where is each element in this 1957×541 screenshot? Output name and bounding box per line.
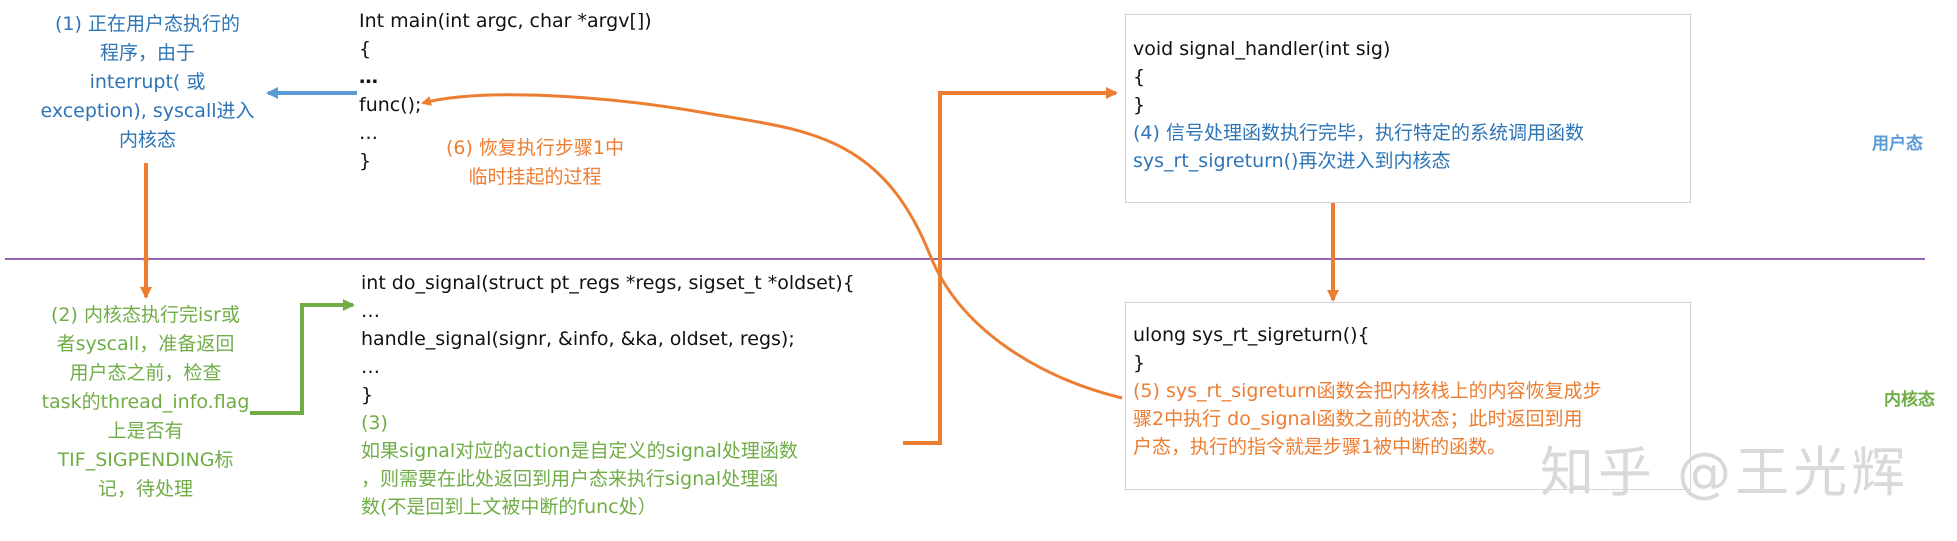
code-line: }	[1133, 94, 1146, 116]
code-line: …	[361, 300, 380, 322]
step1-line: exception), syscall进入	[40, 100, 255, 122]
step3-line: ，则需要在此处返回到用户态来执行signal处理函	[361, 468, 779, 490]
step2-line: 记，待处理	[97, 478, 193, 500]
step2-annotation: (2) 内核态执行完isr或 者syscall，准备返回 用户态之前，检查 ta…	[18, 301, 273, 504]
step5-line: 骤2中执行 do_signal函数之前的状态；此时返回到用	[1133, 408, 1583, 430]
kernel-mode-label: 内核态	[1884, 390, 1935, 410]
code-line: handle_signal(signr, &info, &ka, oldset,…	[361, 328, 795, 350]
do-signal-code-block: int do_signal(struct pt_regs *regs, sigs…	[361, 269, 855, 409]
step2-line: TIF_SIGPENDING标	[57, 449, 234, 471]
step4-line: sys_rt_sigreturn()再次进入到内核态	[1133, 150, 1451, 172]
code-line: {	[359, 38, 372, 60]
code-line: Int main(int argc, char *argv[])	[359, 10, 652, 32]
step1-annotation: (1) 正在用户态执行的 程序，由于 interrupt( 或 exceptio…	[20, 10, 275, 155]
sigreturn-code: ulong sys_rt_sigreturn(){ }	[1133, 321, 1370, 377]
step2-line: 用户态之前，检查	[69, 362, 222, 384]
step6-annotation: (6) 恢复执行步骤1中 临时挂起的过程	[420, 134, 650, 192]
step3-line: 如果signal对应的action是自定义的signal处理函数	[361, 440, 798, 462]
step5-line: 户态，执行的指令就是步骤1被中断的函数。	[1133, 436, 1507, 458]
code-line: …	[359, 122, 378, 144]
signal-handler-box: void signal_handler(int sig) { } (4) 信号处…	[1125, 14, 1691, 203]
step1-line: 程序，由于	[99, 42, 195, 64]
step3-line: 数(不是回到上文被中断的func处）	[361, 496, 657, 518]
user-mode-label: 用户态	[1872, 134, 1923, 154]
step3-annotation: (3) 如果signal对应的action是自定义的signal处理函数 ，则需…	[361, 409, 798, 521]
step5-annotation: (5) sys_rt_sigreturn函数会把内核栈上的内容恢复成步 骤2中执…	[1133, 377, 1602, 461]
step6-line: (6) 恢复执行步骤1中	[445, 137, 625, 159]
step2-line: task的thread_info.flag	[41, 391, 250, 413]
divider-crossing-dot	[143, 256, 149, 262]
main-code-block: Int main(int argc, char *argv[]) { … fun…	[359, 7, 652, 175]
code-line: }	[361, 384, 374, 406]
step6-line: 临时挂起的过程	[468, 166, 602, 188]
code-line: …	[361, 356, 380, 378]
arrow-step3-to-handler	[903, 87, 1118, 445]
sigreturn-box: ulong sys_rt_sigreturn(){ } (5) sys_rt_s…	[1125, 302, 1691, 490]
code-line: }	[359, 150, 372, 172]
step5-line: (5) sys_rt_sigreturn函数会把内核栈上的内容恢复成步	[1133, 380, 1602, 402]
step1-line: interrupt( 或	[89, 71, 206, 93]
step2-line: 上是否有	[107, 420, 184, 442]
code-line: int do_signal(struct pt_regs *regs, sigs…	[361, 272, 855, 294]
code-line: void signal_handler(int sig)	[1133, 38, 1391, 60]
step3-line: (3)	[361, 412, 388, 434]
code-line-func-call: func();	[359, 94, 422, 116]
code-line: …	[359, 66, 378, 88]
step4-annotation: (4) 信号处理函数执行完毕，执行特定的系统调用函数 sys_rt_sigret…	[1133, 119, 1584, 175]
handler-code: void signal_handler(int sig) { }	[1133, 35, 1390, 119]
step1-line: (1) 正在用户态执行的	[55, 13, 240, 35]
arrow-sigreturn-to-func	[421, 93, 1123, 400]
step2-line: 者syscall，准备返回	[56, 333, 235, 355]
code-line: ulong sys_rt_sigreturn(){	[1133, 324, 1370, 346]
step4-line: (4) 信号处理函数执行完毕，执行特定的系统调用函数	[1133, 122, 1584, 144]
code-line: {	[1133, 66, 1146, 88]
step2-line: (2) 内核态执行完isr或	[51, 304, 240, 326]
arrow-step2-to-do-signal	[250, 299, 355, 415]
code-line: }	[1133, 352, 1146, 374]
watermark: 知乎 @王光辉	[1540, 441, 1910, 504]
step1-line: 内核态	[118, 129, 176, 151]
